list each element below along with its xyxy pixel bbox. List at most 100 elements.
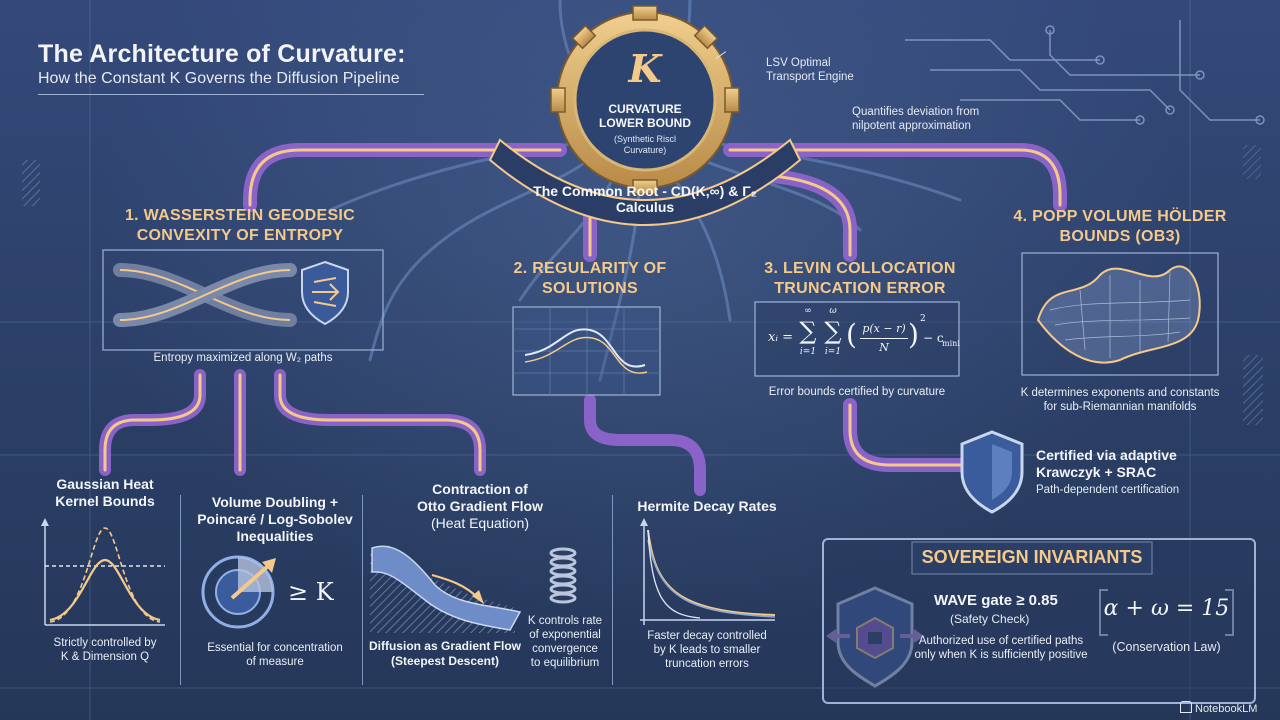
section4-caption-line1: K determines exponents and constants — [1020, 387, 1220, 399]
nil-line1: Quantifies deviation from — [852, 106, 980, 118]
formula-sum2-symbol: ∑ — [824, 317, 842, 345]
formula-paren-right: ) — [908, 318, 919, 351]
formula-fraction-bar — [860, 338, 908, 339]
formula-sum1-top: ∞ — [804, 306, 812, 316]
section2-title-line2: Solutions — [541, 280, 639, 297]
section2-title-line1: 2. Regularity of — [513, 260, 667, 277]
formula-sum1-symbol: ∑ — [799, 317, 817, 345]
section4-title-line2: Bounds (OB3) — [1059, 228, 1181, 245]
otto-side-line4: to equilibrium — [530, 657, 600, 669]
gear-emblem — [550, 5, 740, 195]
conservation-law-sub: (Conservation Law) — [1112, 640, 1221, 654]
volume-cap-line1: Essential for concentration — [207, 642, 343, 654]
gaussian-title: Gaussian Heat Kernel Bounds — [30, 476, 180, 510]
hermite-caption: Faster decay controlled by K leads to sm… — [622, 629, 792, 671]
gear-label-line2: LOWER BOUND — [599, 116, 691, 130]
gaussian-title-line2: Kernel Bounds — [55, 493, 155, 509]
title-underline — [38, 94, 424, 95]
otto-side-line3: convergence — [532, 643, 598, 655]
formula-denominator: N — [879, 341, 889, 354]
lsv-annotation: LSV Optimal Transport Engine — [766, 56, 854, 84]
spring-icon — [549, 547, 577, 604]
lsv-line2: Transport Engine — [766, 71, 854, 83]
root-banner-shape — [488, 138, 802, 226]
root-banner: The Common Root - CD(K,∞) & Γ₂ Calculus — [533, 183, 757, 215]
wave-gate-sub: (Safety Check) — [950, 612, 1030, 626]
hermite-cap-line3: truncation errors — [665, 658, 749, 670]
lsv-line1: LSV Optimal — [766, 57, 831, 69]
otto-side-note: K controls rate of exponential convergen… — [523, 614, 607, 670]
hatch-block-left — [22, 160, 40, 206]
section4-caption-line2: for sub-Riemannian manifolds — [1043, 401, 1197, 413]
section1-title-line2: Convexity of Entropy — [136, 227, 344, 244]
section3-caption: Error bounds certified by curvature — [768, 386, 946, 398]
formula-sum2-top: ω — [829, 306, 837, 316]
formula-lhs: xᵢ = — [768, 330, 793, 345]
gaussian-plot — [41, 518, 165, 626]
otto-title-line3: (Heat Equation) — [430, 515, 530, 531]
wasserstein-paths-illustration — [102, 249, 384, 351]
gear-k-symbol: K — [628, 46, 662, 91]
gear-label-line1: CURVATURE — [608, 102, 682, 116]
section2-title: 2. Regularity of Solutions — [490, 259, 690, 299]
formula-tail-sub: mini — [942, 339, 960, 348]
gaussian-cap-line2: K & Dimension Q — [60, 651, 150, 663]
gaussian-title-line1: Gaussian Heat — [56, 476, 154, 492]
auth-line2: only when K is sufficiently positive — [914, 649, 1088, 661]
otto-title: Contraction of Otto Gradient Flow (Heat … — [390, 481, 570, 532]
volume-geq-k: ≥ K — [288, 578, 334, 606]
section4-caption: K determines exponents and constants for… — [1000, 386, 1240, 414]
wave-gate-label: WAVE gate ≥ 0.85 — [934, 592, 1058, 609]
formula-power: 2 — [920, 314, 926, 324]
notebook-icon — [1180, 701, 1192, 713]
nilpotent-annotation: Quantifies deviation from nilpotent appr… — [852, 105, 979, 133]
volume-doubling-disc — [201, 555, 276, 629]
volume-cap-line2: of measure — [246, 656, 304, 668]
otto-title-line1: Contraction of — [432, 481, 528, 497]
divider-2 — [362, 495, 363, 685]
gaussian-caption: Strictly controlled by K & Dimension Q — [30, 636, 180, 664]
circuit-traces — [905, 20, 1265, 125]
formula-numerator: p(x − r) — [862, 322, 906, 335]
section1-title-line1: 1. Wasserstein Geodesic — [124, 207, 356, 224]
hermite-decay-plot — [640, 518, 776, 625]
popp-volume-surface — [1021, 252, 1219, 376]
page-subtitle: How the Constant K Governs the Diffusion… — [38, 70, 400, 87]
section1-caption: Entropy maximized along W₂ paths — [153, 352, 333, 364]
formula-sum1-bot: i=1 — [799, 347, 817, 357]
certified-line2: Krawczyk + SRAC — [1036, 464, 1157, 480]
certified-shield — [960, 430, 1024, 514]
conservation-law: α + ω = 15 — [1103, 596, 1230, 621]
hermite-cap-line1: Faster decay controlled — [647, 630, 767, 642]
otto-side-line2: of exponential — [529, 629, 601, 641]
otto-side-line1: K controls rate — [527, 615, 603, 627]
page-title: The Architecture of Curvature: — [38, 40, 406, 68]
hermite-title: Hermite Decay Rates — [637, 498, 777, 514]
auth-line1: Authorized use of certified paths — [918, 635, 1084, 647]
volume-title-line2: Poincaré / Log-Sobolev — [197, 511, 353, 527]
authorized-note: Authorized use of certified paths only w… — [908, 634, 1094, 662]
section4-title-line1: 4. Popp Volume Hölder — [1013, 208, 1227, 225]
certified-sub: Path-dependent certification — [1036, 484, 1180, 496]
otto-flow-illustration — [370, 545, 522, 633]
volume-title: Volume Doubling + Poincaré / Log-Sobolev… — [190, 494, 360, 545]
hatch-block-right — [1243, 355, 1263, 425]
hermite-cap-line2: by K leads to smaller — [653, 644, 761, 656]
gaussian-cap-line1: Strictly controlled by — [53, 637, 157, 649]
sovereign-invariants-panel — [822, 538, 1256, 704]
otto-cap-line2: (Steepest Descent) — [390, 654, 500, 668]
watermark: NotebookLM — [1180, 701, 1257, 715]
pipes — [99, 143, 1067, 496]
regularity-surface-plot — [512, 306, 661, 396]
invariants-heading: SOVEREIGN INVARIANTS — [921, 547, 1143, 567]
gear-sub-line1: (Synthetic Riscl — [613, 134, 676, 144]
volume-title-line3: Inequalities — [236, 528, 314, 544]
divider-1 — [180, 495, 181, 685]
section3-title: 3. Levin Collocation Truncation Error — [740, 259, 980, 299]
volume-caption: Essential for concentration of measure — [190, 641, 360, 669]
gear-label: CURVATURE LOWER BOUND — [585, 102, 705, 130]
formula-paren-left: ( — [846, 318, 857, 351]
certified-line1: Certified via adaptive — [1036, 447, 1177, 463]
otto-cap-line1: Diffusion as Gradient Flow — [368, 639, 521, 653]
